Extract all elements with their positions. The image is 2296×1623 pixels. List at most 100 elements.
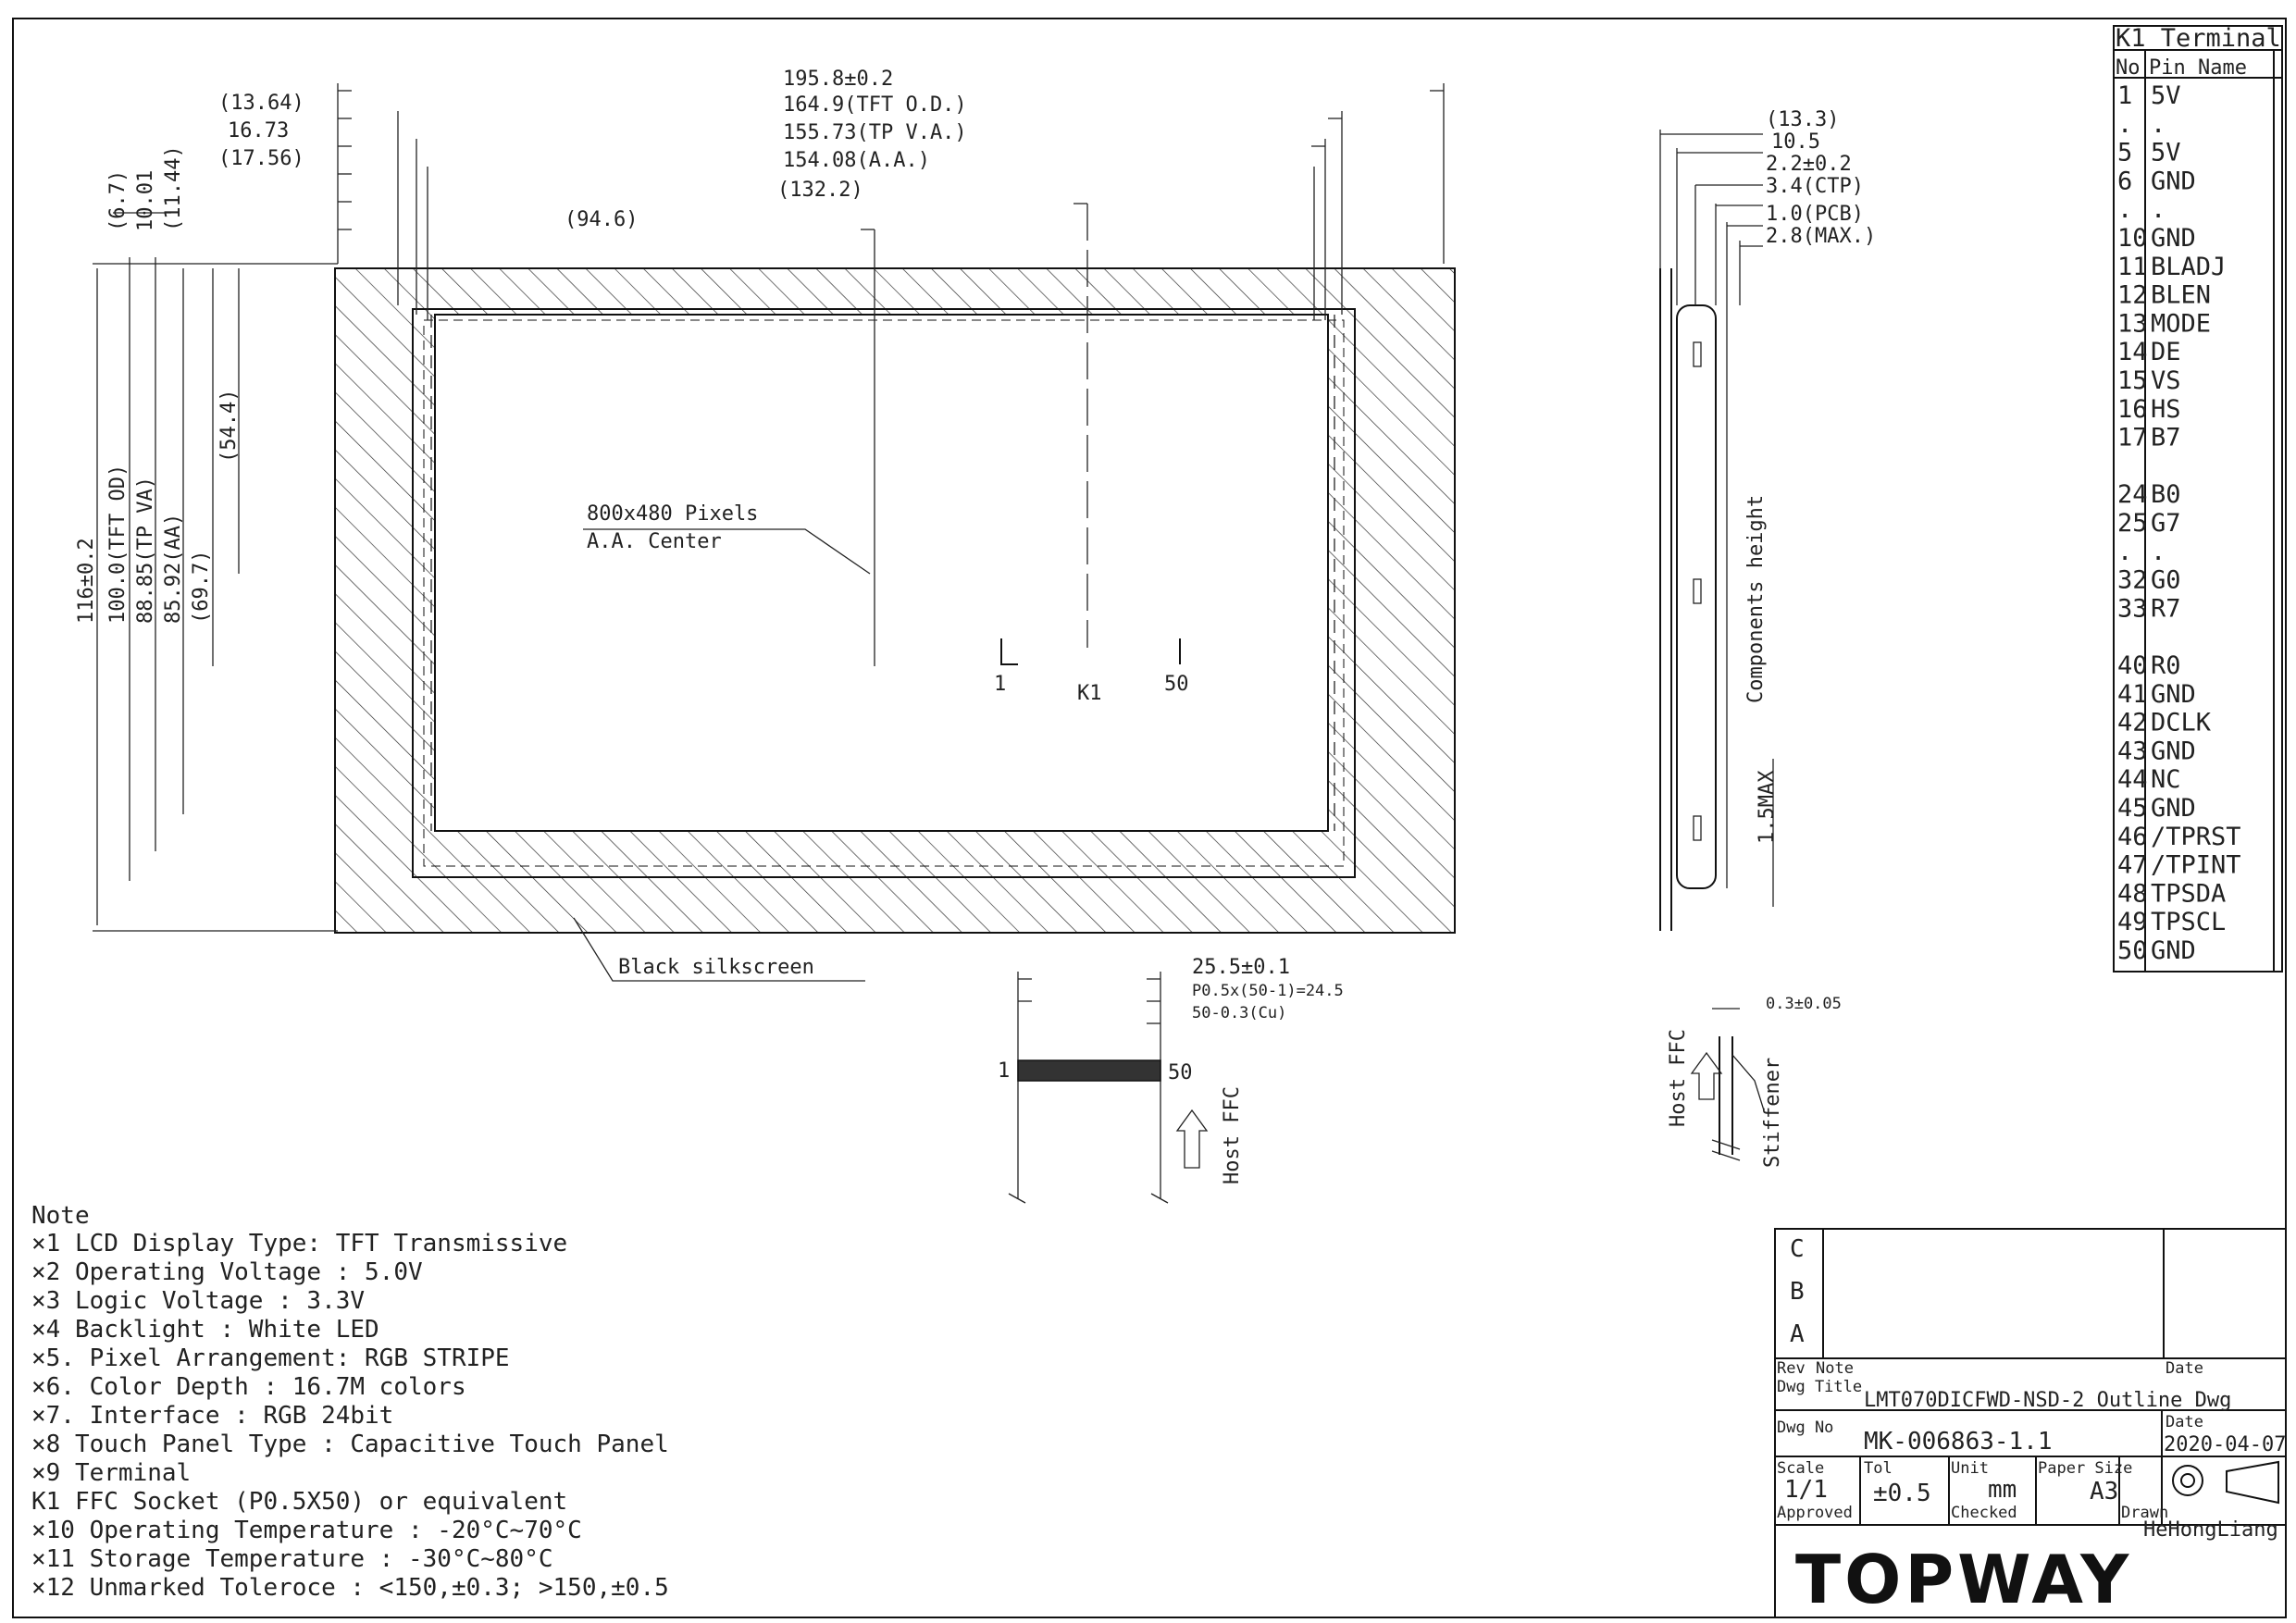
ffc-host-label: Host FFC	[1221, 1086, 1244, 1184]
pin-row-no: 16	[2117, 395, 2148, 424]
pin-row-no: 1	[2117, 81, 2132, 110]
dim-85-92: 85.92(AA)	[162, 514, 185, 624]
rev-c: C	[1790, 1235, 1805, 1263]
side-insert-arrow	[1690, 1051, 1723, 1100]
unit-value: mm	[1988, 1476, 2017, 1504]
pin-row-name: DCLK	[2151, 709, 2212, 737]
note-item: ×4 Backlight : White LED	[31, 1316, 379, 1344]
pin-row-no: 45	[2117, 794, 2148, 823]
components-height-label: Components height	[1744, 495, 1768, 703]
dim-16-73: 16.73	[228, 119, 289, 142]
side-dim-1-0: 1.0(PCB)	[1766, 203, 1864, 226]
note-item: ×11 Storage Temperature : -30°C~80°C	[31, 1545, 553, 1573]
note-item: ×10 Operating Temperature : -20°C~70°C	[31, 1517, 582, 1544]
ffc-end-50: 50	[1168, 1061, 1193, 1084]
pin-row-name: GND	[2151, 794, 2196, 823]
pin-row-no: 15	[2117, 366, 2148, 395]
pin-table-col-no: No	[2116, 56, 2141, 80]
pin-row-no: 17	[2117, 424, 2148, 452]
pin-row-name: GND	[2151, 737, 2196, 765]
side-dim-10-5: 10.5	[1771, 130, 1820, 154]
pin-row-name: B0	[2151, 480, 2181, 509]
tol-label: Tol	[1864, 1459, 1893, 1478]
pin-row-no: 24	[2117, 480, 2148, 509]
pin-row-name: R7	[2151, 594, 2181, 623]
left-dimension-lines	[93, 212, 338, 932]
black-silkscreen-label: Black silkscreen	[618, 956, 814, 979]
dim-13-64: (13.64)	[218, 92, 304, 115]
dwg-no-label: Dwg No	[1777, 1419, 1833, 1437]
pin-row-name: TPSCL	[2151, 908, 2226, 936]
stiffener-leader	[1731, 1054, 1765, 1111]
side-dim-13-3: (13.3)	[1766, 108, 1839, 131]
pin-row-no: 44	[2117, 765, 2148, 794]
pin-row-name: 5V	[2151, 139, 2181, 167]
black-silkscreen-area	[334, 267, 1456, 934]
notes: Note ×1 LCD Display Type: TFT Transmissi…	[31, 1202, 669, 1602]
pin-row-no: 47	[2117, 851, 2148, 880]
notes-list: ×1 LCD Display Type: TFT Transmissive×2 …	[31, 1230, 669, 1602]
note-item: ×9 Terminal	[31, 1459, 191, 1487]
pin-row-name: TPSDA	[2151, 879, 2226, 908]
dim-164-9: 164.9(TFT O.D.)	[783, 93, 967, 117]
max-1-5-label: 1.5MAX	[1756, 770, 1779, 844]
drawn-label: Drawn	[2121, 1504, 2168, 1522]
pin-row-name: 5V	[2151, 81, 2181, 110]
tft-outline	[412, 308, 1356, 878]
date-value: 2020-04-07	[2164, 1433, 2286, 1456]
ffc-pitch-detail: P0.5x(50-1)=24.5	[1192, 982, 1344, 1000]
pin-row-no: 10	[2117, 224, 2148, 253]
pin-row-no: 5	[2117, 139, 2132, 167]
pin-row-name: HS	[2151, 395, 2181, 424]
dim-10-01: 10.01	[134, 170, 157, 231]
note-item: ×8 Touch Panel Type : Capacitive Touch P…	[31, 1431, 669, 1458]
dim-94-6: (94.6)	[565, 208, 638, 231]
dim-155-73: 155.73(TP V.A.)	[783, 121, 967, 144]
note-item: ×3 Logic Voltage : 3.3V	[31, 1287, 365, 1315]
pin-row-name: G0	[2151, 566, 2181, 595]
dwg-title: LMT070DICFWD-NSD-2 Outline Dwg	[1864, 1389, 2231, 1412]
dim-54-4: (54.4)	[217, 390, 241, 463]
tp-view-area	[423, 319, 1345, 867]
aa-center-leader	[583, 528, 871, 575]
pin-row-name: .	[2151, 195, 2166, 224]
dim-11-44: (11.44)	[162, 145, 185, 231]
pin-row-name: DE	[2151, 338, 2181, 366]
ffc-contacts	[1017, 1059, 1161, 1082]
note-item: ×1 LCD Display Type: TFT Transmissive	[31, 1230, 567, 1258]
ffc-insert-arrow	[1175, 1109, 1209, 1169]
aa-center-label: A.A. Center	[587, 530, 722, 553]
ffc-pitch-label: 25.5±0.1	[1192, 956, 1290, 979]
pin-row-name: .	[2151, 110, 2166, 139]
pin-row-name: GND	[2151, 224, 2196, 253]
pin-row-name: BLEN	[2151, 281, 2211, 310]
pin-row-no: 43	[2117, 737, 2148, 765]
pin-row-name: GND	[2151, 680, 2196, 709]
notes-title: Note	[31, 1202, 90, 1230]
pin-row-no: .	[2117, 110, 2132, 139]
rev-a: A	[1790, 1320, 1805, 1348]
pin-row-name: R0	[2151, 651, 2181, 680]
pin-row-name: B7	[2151, 424, 2181, 452]
stiffener-label: Stiffener	[1761, 1058, 1784, 1168]
pin-row-no: .	[2117, 195, 2132, 224]
side-dim-leaders	[1659, 130, 1774, 907]
drawn-value: HeHongLiang	[2143, 1518, 2278, 1542]
silkscreen-leader	[573, 917, 865, 982]
projection-symbol-icon	[2172, 1460, 2279, 1505]
ffc-cu-label: 50-0.3(Cu)	[1192, 1004, 1286, 1022]
pin-row-no: .	[2117, 538, 2132, 566]
pin-row-no: 40	[2117, 651, 2148, 680]
tol-value: ±0.5	[1873, 1480, 1931, 1507]
pin-row-no: 50	[2117, 936, 2148, 965]
pin-mark-k1-label: K1	[1077, 682, 1102, 705]
ffc-end-1: 1	[998, 1059, 1010, 1083]
side-dim-3-4: 3.4(CTP)	[1766, 175, 1864, 198]
rev-b: B	[1790, 1278, 1805, 1306]
note-item: ×6. Color Depth : 16.7M colors	[31, 1373, 466, 1401]
pin-row-name: GND	[2151, 936, 2196, 965]
note-item: ×5. Pixel Arrangement: RGB STRIPE	[31, 1344, 510, 1372]
ffc-detail: 25.5±0.1 P0.5x(50-1)=24.5 50-0.3(Cu) 1 5…	[998, 956, 1344, 1204]
pin-row-no: 14	[2117, 338, 2148, 366]
thickness-label: 0.3±0.05	[1766, 995, 1842, 1013]
